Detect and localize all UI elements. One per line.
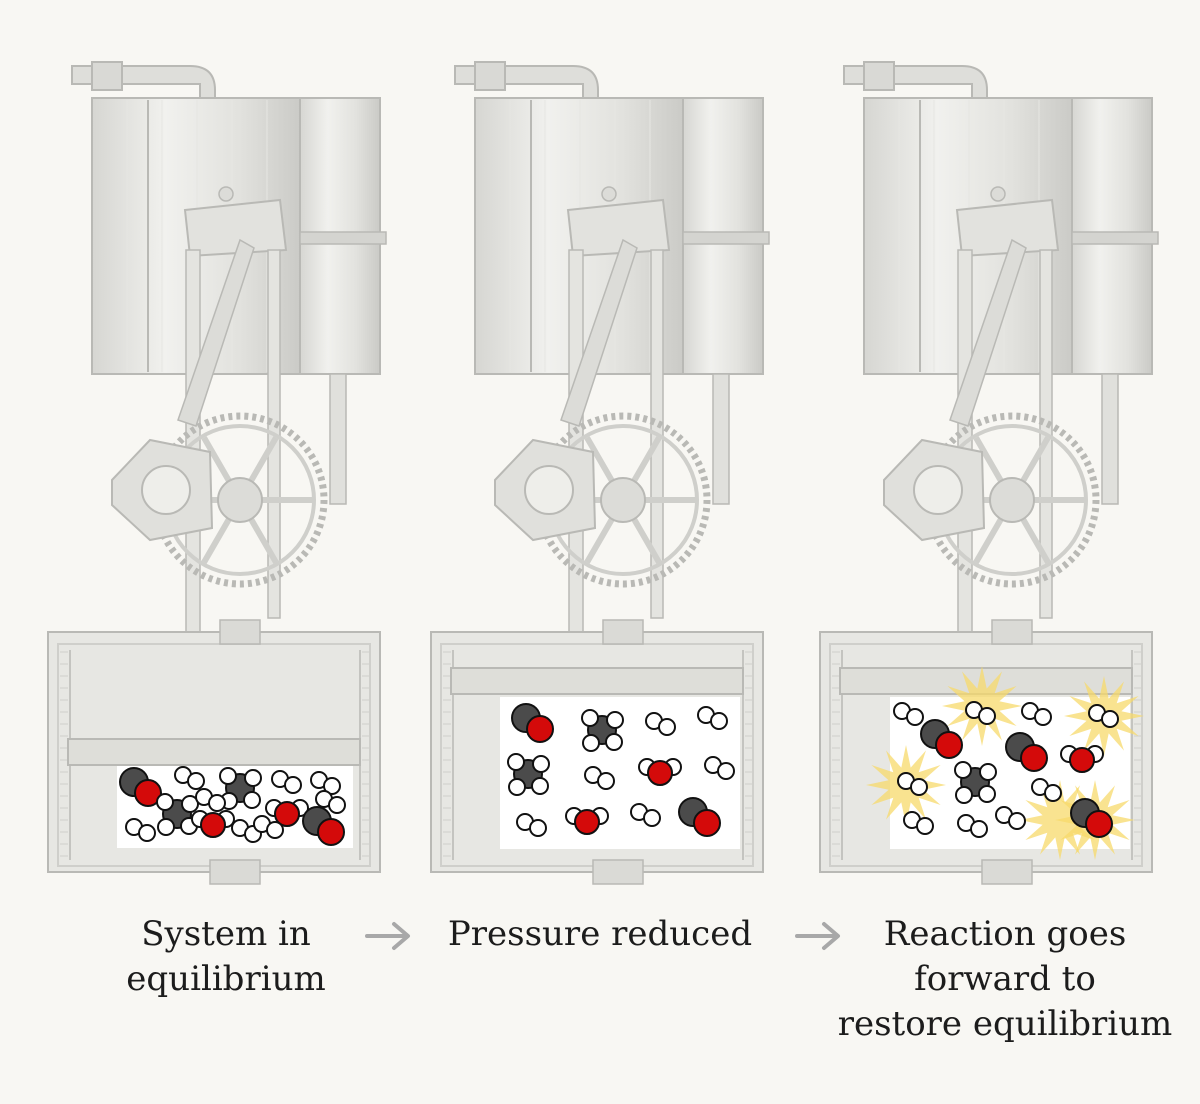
molecule-ch4 <box>581 709 624 752</box>
molecule-ch4 <box>507 753 550 796</box>
molecule-co <box>920 719 963 759</box>
caption-system-in-equilibrium: System in equilibrium <box>126 914 326 999</box>
molecule-h2o <box>265 799 309 827</box>
molecule-ch4 <box>156 793 199 836</box>
molecule-ch4 <box>954 761 997 804</box>
molecule-h2o <box>565 807 609 835</box>
engine-illustration-1 <box>47 61 387 885</box>
molecule-h2 <box>645 712 676 736</box>
molecule-h2 <box>174 766 205 790</box>
molecule-co <box>678 797 721 837</box>
molecule-h2 <box>516 813 547 837</box>
molecule-h2 <box>903 811 934 835</box>
molecule-co <box>511 703 554 743</box>
molecule-co <box>1070 798 1113 838</box>
molecule-h2 <box>253 815 284 839</box>
molecule-h2 <box>897 772 928 796</box>
caption-reaction-goes-forward: Reaction goes forward to restore equilib… <box>837 914 1173 1044</box>
right-arrow-icon <box>365 922 410 950</box>
molecule-ch4 <box>219 767 262 810</box>
molecule-h2 <box>893 702 924 726</box>
molecule-h2 <box>1088 704 1119 728</box>
molecule-h2 <box>125 818 156 842</box>
molecule-h2o <box>1060 745 1104 773</box>
molecule-co <box>119 767 162 807</box>
molecule-h2 <box>995 806 1026 830</box>
right-arrow-icon <box>795 922 840 950</box>
molecule-h2 <box>957 814 988 838</box>
molecule-h2 <box>965 701 996 725</box>
molecule-h2 <box>271 770 302 794</box>
molecule-h2 <box>1021 702 1052 726</box>
molecule-h2 <box>697 706 728 730</box>
molecule-h2 <box>195 788 226 812</box>
starburst-icon <box>1020 780 1100 860</box>
molecule-h2 <box>1031 778 1062 802</box>
molecule-h2 <box>315 790 346 814</box>
molecule-layer <box>119 701 1119 846</box>
molecule-h2 <box>310 771 341 795</box>
caption-pressure-reduced: Pressure reduced <box>447 914 753 954</box>
molecule-co <box>302 806 345 846</box>
molecule-h2o <box>638 758 682 786</box>
molecule-h2 <box>584 766 615 790</box>
molecule-co <box>1005 732 1048 772</box>
molecule-h2 <box>630 803 661 827</box>
molecule-h2o <box>191 810 235 838</box>
molecule-h2 <box>704 756 735 780</box>
